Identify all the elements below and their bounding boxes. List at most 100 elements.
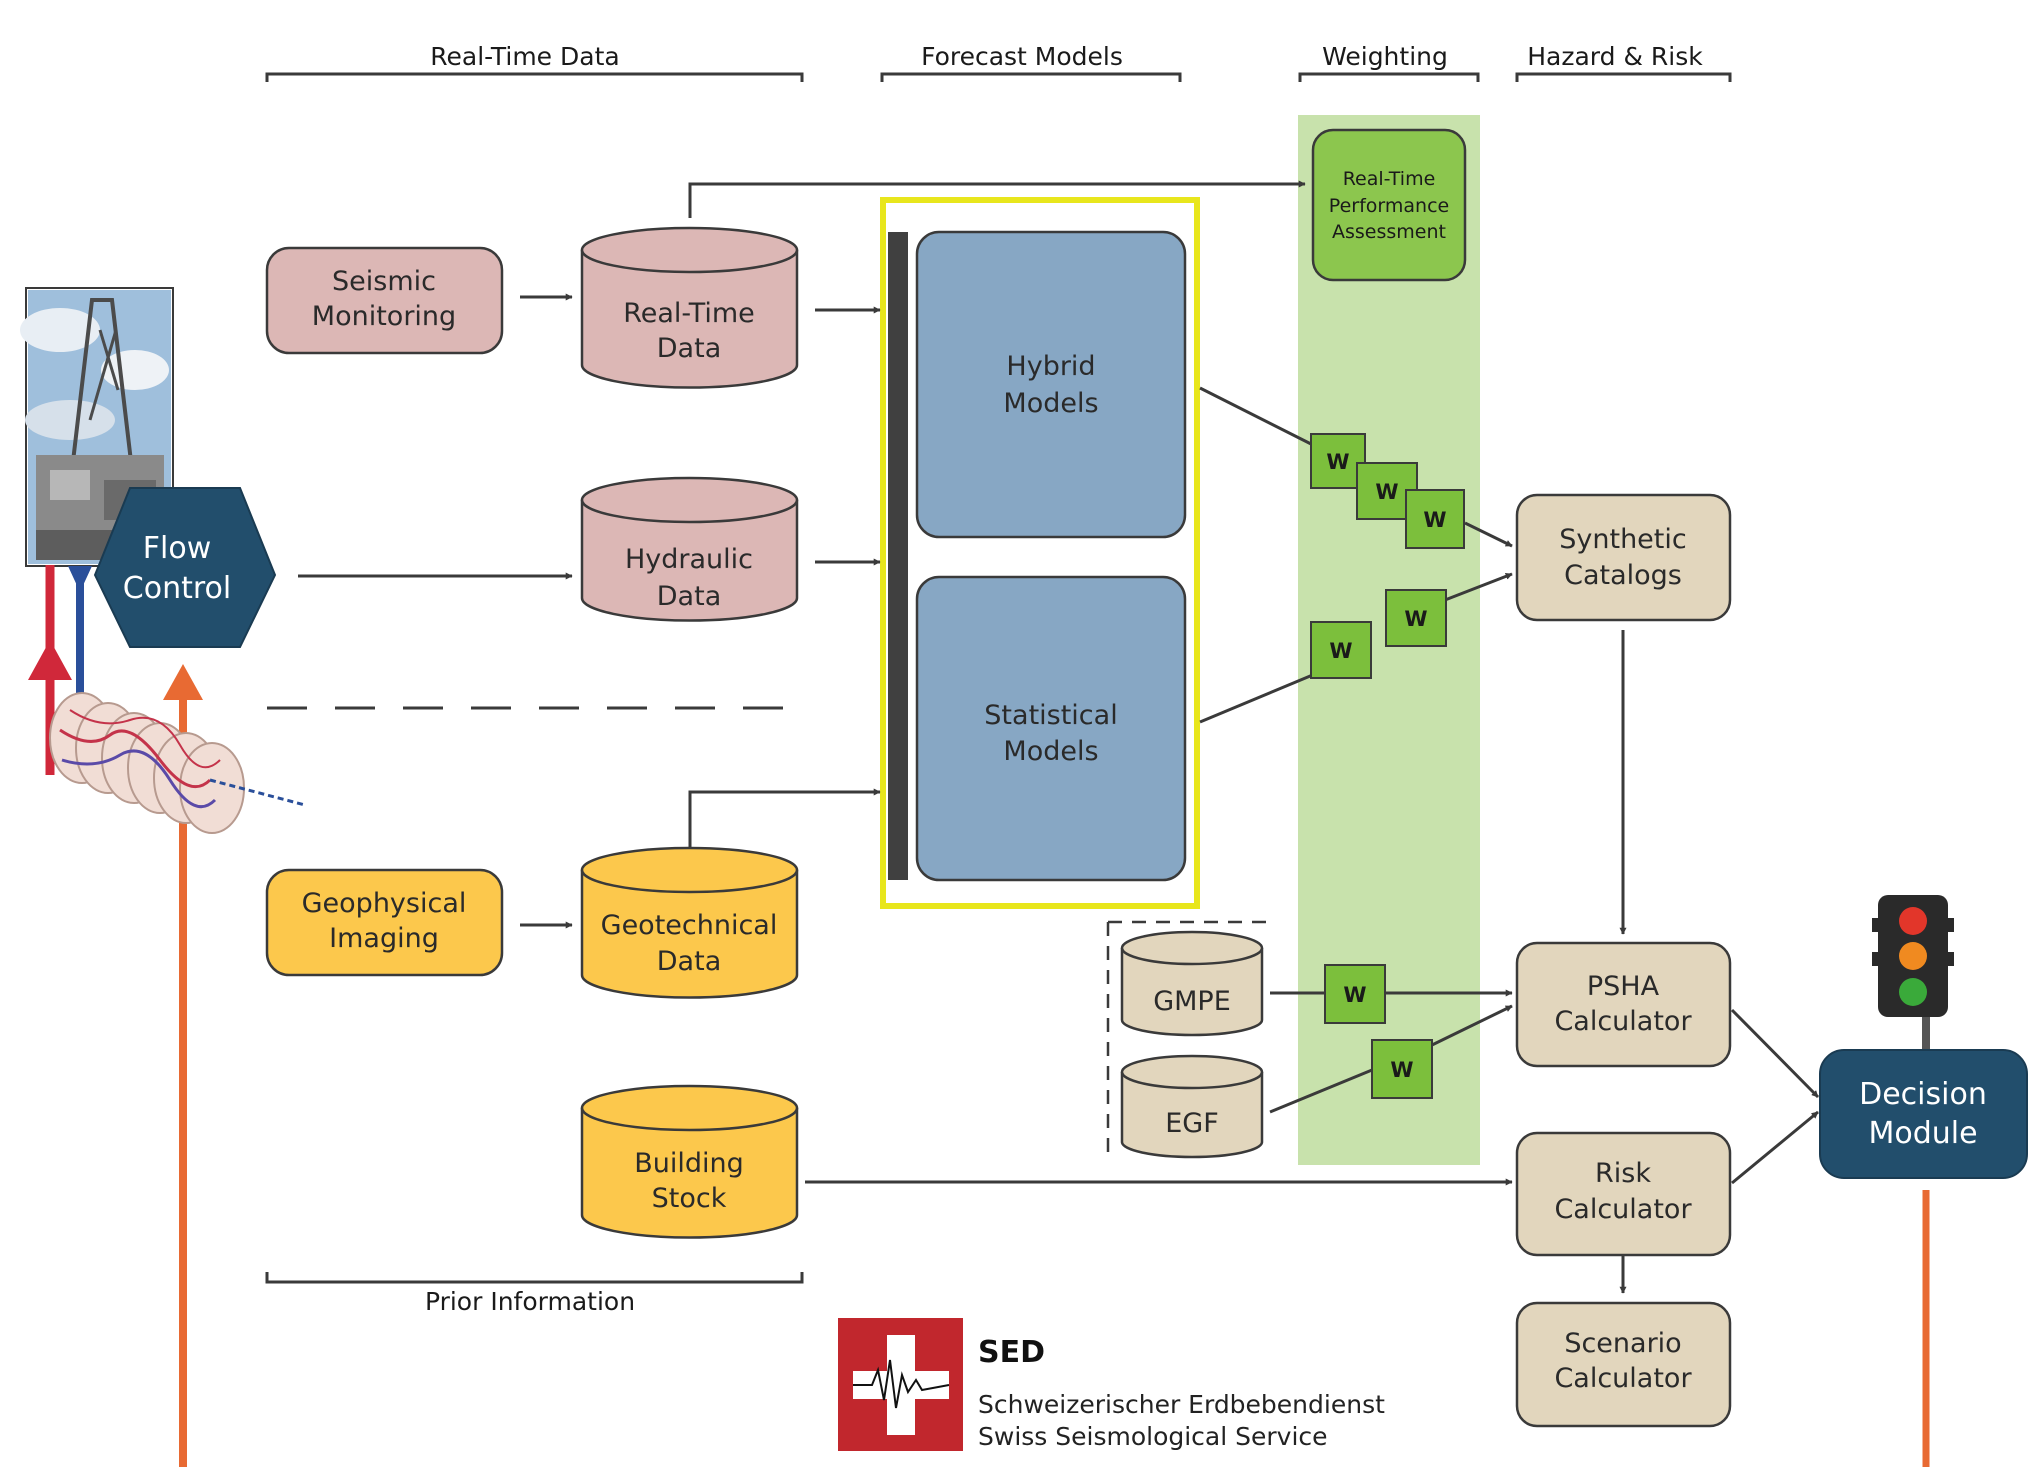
node-hybrid-models: Hybrid Models xyxy=(915,230,1187,539)
line-egf-to-w7 xyxy=(1269,1068,1373,1114)
traffic-light-icon xyxy=(1872,895,1954,1055)
svg-text:W: W xyxy=(1423,508,1446,532)
arrow-geotechnical-to-forecast xyxy=(688,788,881,848)
svg-text:W: W xyxy=(1326,450,1349,474)
sed-abbreviation: SED xyxy=(978,1335,1045,1370)
psha-calculator-line1: PSHA xyxy=(1587,971,1660,1002)
statistical-models-line2: Models xyxy=(1003,736,1098,767)
bracket-weighting xyxy=(1298,72,1480,82)
header-weighting: Weighting xyxy=(1322,42,1448,71)
scenario-calculator-line2: Calculator xyxy=(1554,1363,1692,1394)
column-headers: Real-Time Data Forecast Models Weighting… xyxy=(265,42,1732,1316)
node-statistical-models: Statistical Models xyxy=(915,575,1187,882)
traffic-light-green xyxy=(1899,978,1927,1006)
geotechnical-data-line1: Geotechnical xyxy=(601,910,778,941)
arrow-w5-to-synthetic xyxy=(1444,572,1513,602)
weight-boxes: W W W W W W W xyxy=(1310,433,1465,1099)
sed-logo: SED Schweizerischer Erdbebendienst Swiss… xyxy=(838,1318,1385,1451)
gmpe-label: GMPE xyxy=(1153,986,1231,1017)
scenario-calculator-line1: Scenario xyxy=(1564,1328,1681,1359)
geophysical-imaging-line1: Geophysical xyxy=(302,888,467,919)
arrow-psha-to-decision xyxy=(1730,1008,1820,1099)
arrow-rtdata-to-performance xyxy=(688,180,1306,218)
decision-module-line2: Module xyxy=(1868,1116,1977,1151)
node-flow-control: Flow Control xyxy=(93,487,277,648)
seismogram-icon xyxy=(853,1359,950,1409)
flow-arrows xyxy=(28,565,203,1467)
synthetic-catalogs-line1: Synthetic xyxy=(1559,524,1686,555)
risk-calculator-line2: Calculator xyxy=(1554,1194,1692,1225)
weight-box-egf: W xyxy=(1371,1039,1433,1099)
bracket-prior xyxy=(265,1272,804,1284)
bracket-forecast xyxy=(880,72,1182,82)
reservoir-model-icon xyxy=(49,692,306,834)
blue-flow-arrowhead xyxy=(68,566,92,592)
node-geophysical-imaging: Geophysical Imaging xyxy=(265,868,504,977)
statistical-models-line1: Statistical xyxy=(984,700,1117,731)
seismic-monitoring-line1: Seismic xyxy=(332,266,436,297)
flow-control-line1: Flow xyxy=(143,531,211,566)
line-hybrid-to-w1 xyxy=(1199,386,1316,448)
traffic-light-orange xyxy=(1899,942,1927,970)
line-statistical-to-w4 xyxy=(1199,672,1316,724)
forecast-input-bar xyxy=(888,232,908,880)
node-psha-calculator: PSHA Calculator xyxy=(1515,941,1732,1068)
header-prior: Prior Information xyxy=(425,1287,635,1316)
orange-flow-arrowhead xyxy=(163,664,203,700)
weight-box-gmpe: W xyxy=(1324,964,1386,1024)
node-synthetic-catalogs: Synthetic Catalogs xyxy=(1515,493,1732,622)
egf-label: EGF xyxy=(1165,1108,1219,1139)
svg-text:W: W xyxy=(1343,983,1366,1007)
header-hazard: Hazard & Risk xyxy=(1527,42,1703,71)
sed-name-en: Swiss Seismological Service xyxy=(978,1422,1328,1451)
connectors xyxy=(298,180,1820,1294)
bracket-realtime xyxy=(265,72,804,82)
node-building-stock: Building Stock xyxy=(580,1084,799,1239)
bracket-hazard xyxy=(1515,72,1732,82)
flow-control-line2: Control xyxy=(123,571,231,606)
node-risk-calculator: Risk Calculator xyxy=(1515,1131,1732,1257)
node-seismic-monitoring: Seismic Monitoring xyxy=(265,246,504,355)
drilling-rig-photo xyxy=(20,287,174,567)
node-hydraulic-data: Hydraulic Data xyxy=(580,476,799,622)
traffic-light-red xyxy=(1899,907,1927,935)
performance-line3: Assessment xyxy=(1332,221,1446,243)
node-geotechnical-data: Geotechnical Data xyxy=(580,846,799,999)
geotechnical-data-line2: Data xyxy=(657,946,721,977)
header-forecast: Forecast Models xyxy=(921,42,1123,71)
performance-line1: Real-Time xyxy=(1343,168,1436,190)
hydraulic-data-line2: Data xyxy=(657,581,721,612)
svg-text:W: W xyxy=(1329,639,1352,663)
building-stock-line1: Building xyxy=(634,1148,744,1179)
realtime-data-line1: Real-Time xyxy=(623,298,755,329)
synthetic-catalogs-line2: Catalogs xyxy=(1564,560,1682,591)
risk-calculator-line1: Risk xyxy=(1595,1158,1651,1189)
node-scenario-calculator: Scenario Calculator xyxy=(1515,1301,1732,1428)
sed-name-de: Schweizerischer Erdbebendienst xyxy=(978,1390,1385,1419)
node-performance-assessment: Real-Time Performance Assessment xyxy=(1311,128,1467,282)
svg-text:W: W xyxy=(1404,607,1427,631)
arrow-w3-to-synthetic xyxy=(1464,521,1513,548)
hybrid-models-line1: Hybrid xyxy=(1006,351,1095,382)
weight-box-statistical-1: W xyxy=(1310,621,1372,679)
red-flow-arrowhead xyxy=(28,640,72,680)
performance-line2: Performance xyxy=(1329,195,1449,217)
building-stock-line2: Stock xyxy=(652,1183,727,1214)
hybrid-models-line2: Models xyxy=(1003,388,1098,419)
node-decision-module: Decision Module xyxy=(1819,1049,2028,1179)
hydraulic-data-line1: Hydraulic xyxy=(625,544,753,575)
arrow-w7-to-psha xyxy=(1431,1004,1513,1047)
psha-calculator-line2: Calculator xyxy=(1554,1006,1692,1037)
geophysical-imaging-line2: Imaging xyxy=(329,923,439,954)
decision-module-line1: Decision xyxy=(1859,1077,1987,1112)
node-egf: EGF xyxy=(1120,1054,1264,1159)
realtime-data-line2: Data xyxy=(657,333,721,364)
header-realtime: Real-Time Data xyxy=(430,42,619,71)
svg-text:W: W xyxy=(1390,1058,1413,1082)
node-gmpe: GMPE xyxy=(1120,930,1264,1037)
svg-text:W: W xyxy=(1375,480,1398,504)
arrow-risk-to-decision xyxy=(1731,1110,1819,1185)
node-realtime-data: Real-Time Data xyxy=(580,226,799,389)
weight-box-hybrid-3: W xyxy=(1405,489,1465,549)
